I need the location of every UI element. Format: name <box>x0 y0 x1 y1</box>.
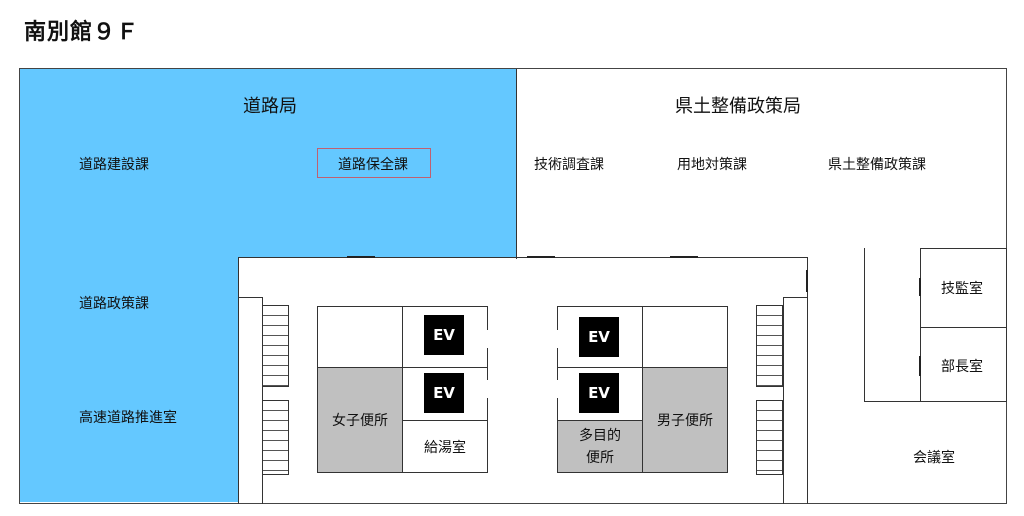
expressway-label: 高速道路推進室 <box>79 410 177 426</box>
director-room[interactable] <box>920 327 1007 402</box>
road-maintenance-label: 道路保全課 <box>338 157 408 173</box>
door-mark <box>670 256 698 258</box>
hot-water-room[interactable]: 給湯室 <box>402 420 488 473</box>
ev-door-gap <box>555 380 558 398</box>
road-policy-label: 道路政策課 <box>79 296 149 312</box>
stairs-right-lower <box>756 400 783 475</box>
corridor-line <box>783 297 784 504</box>
door-mark <box>806 270 808 292</box>
door-mark <box>919 356 921 376</box>
road-bureau-label: 道路局 <box>243 96 297 117</box>
wall-line <box>864 248 865 402</box>
meeting-room-label: 会議室 <box>913 450 955 466</box>
door-mark <box>347 256 375 258</box>
door-mark <box>527 256 555 258</box>
hot-water-label: 給湯室 <box>424 439 466 456</box>
ev-door-gap <box>487 380 490 398</box>
ev-door-gap <box>555 330 558 348</box>
director-label: 部長室 <box>941 359 983 375</box>
corridor-line <box>783 297 807 298</box>
stairs-right-upper <box>756 305 783 387</box>
elevator-2[interactable]: EV <box>424 373 464 413</box>
ev-door-gap <box>487 330 490 348</box>
mens-toilet-label: 男子便所 <box>657 413 713 429</box>
elevator-3[interactable]: EV <box>579 317 619 357</box>
technical-survey-label: 技術調査課 <box>534 157 604 173</box>
corridor-line <box>238 297 262 298</box>
floor-title: 南別館９Ｆ <box>24 20 140 45</box>
bureau-divider <box>516 69 517 259</box>
stairs-left-upper <box>262 305 289 387</box>
elevator-1[interactable]: EV <box>424 315 464 355</box>
multipurpose-label-line2: 便所 <box>586 449 614 466</box>
prefectural-policy-label: 県土整備政策課 <box>828 157 926 173</box>
road-maintenance-highlight[interactable] <box>317 148 431 178</box>
stairs-left-lower <box>262 400 289 475</box>
mens-toilet-room[interactable]: 男子便所 <box>642 367 728 473</box>
room-right-upper-blank <box>642 306 728 368</box>
multipurpose-label-line1: 多目的 <box>579 427 621 444</box>
central-core <box>238 257 808 504</box>
multipurpose-toilet-room[interactable]: 多目的 便所 <box>557 420 643 473</box>
road-construction-label: 道路建設課 <box>79 157 149 173</box>
tech-inspection-label: 技監室 <box>941 281 983 297</box>
room-left-upper-blank <box>317 306 403 368</box>
womens-toilet-label: 女子便所 <box>332 413 388 429</box>
prefectural-bureau-label: 県土整備政策局 <box>675 96 801 117</box>
womens-toilet-room[interactable]: 女子便所 <box>317 367 403 473</box>
land-policy-label: 用地対策課 <box>677 157 747 173</box>
door-mark <box>919 278 921 296</box>
elevator-4[interactable]: EV <box>579 373 619 413</box>
